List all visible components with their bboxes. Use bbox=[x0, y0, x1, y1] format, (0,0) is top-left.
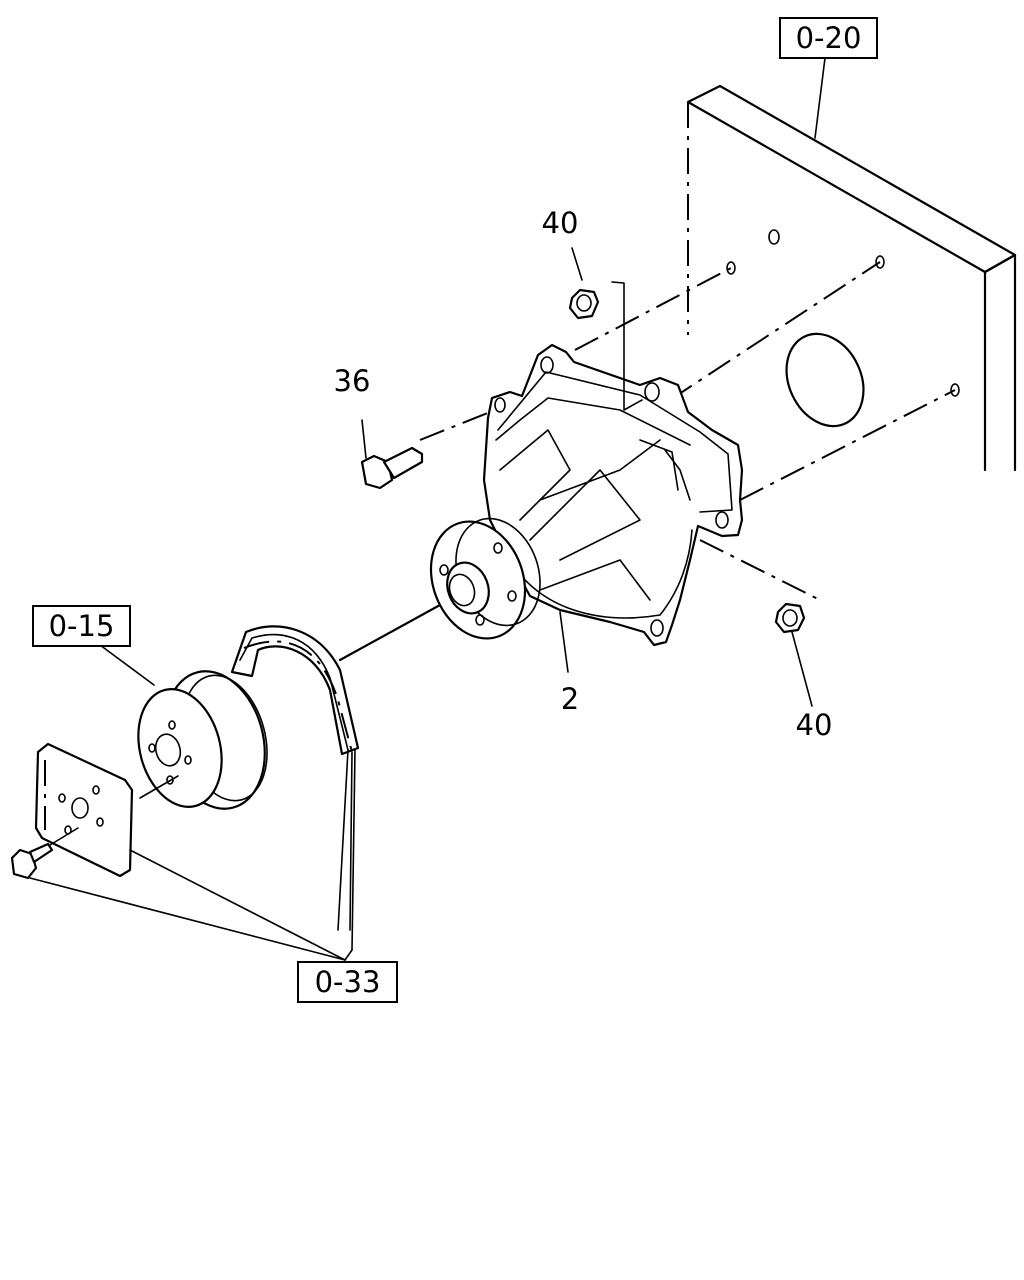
label-nut-upper: 40 bbox=[542, 206, 579, 240]
fan-belt bbox=[230, 625, 360, 951]
callout-engine-block-text: 0-20 bbox=[796, 21, 862, 55]
label-nut-lower: 40 bbox=[796, 708, 833, 742]
nut-lower bbox=[774, 602, 813, 707]
callout-fan-belt-text: 0-33 bbox=[315, 965, 381, 999]
callout-engine-block: 0-20 bbox=[779, 17, 878, 59]
nut-upper bbox=[568, 247, 643, 411]
callout-fan-pulley: 0-15 bbox=[32, 605, 131, 647]
leader-engine-block bbox=[814, 57, 826, 139]
leader-water-pump bbox=[559, 611, 569, 673]
leader-lines-0-33 bbox=[29, 849, 353, 961]
bolt bbox=[360, 419, 424, 490]
spacer-plate bbox=[34, 742, 134, 878]
water-pump bbox=[429, 343, 744, 647]
label-water-pump: 2 bbox=[561, 682, 579, 716]
engine-block-plate bbox=[686, 84, 1017, 472]
fan-pulley bbox=[99, 644, 268, 810]
alignment-centerlines bbox=[338, 261, 956, 662]
small-bolt bbox=[10, 842, 54, 880]
callout-fan-belt: 0-33 bbox=[297, 961, 398, 1003]
label-bolt: 36 bbox=[334, 364, 371, 398]
callout-fan-pulley-text: 0-15 bbox=[49, 609, 115, 643]
